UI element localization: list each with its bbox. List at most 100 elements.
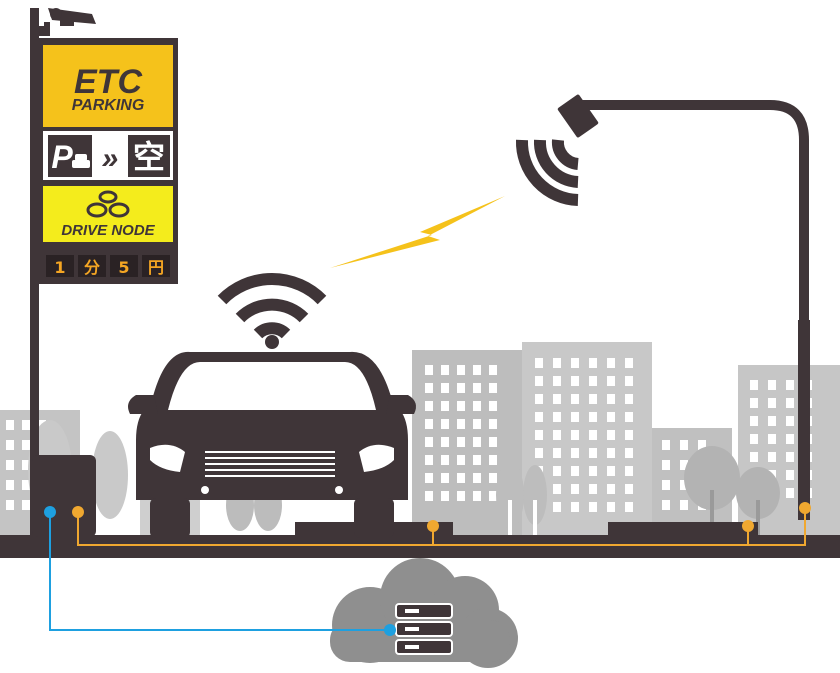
building-window [625, 430, 633, 440]
building-window [589, 502, 597, 512]
building-window [662, 460, 670, 470]
building-window [680, 440, 688, 450]
building-window [786, 416, 794, 426]
building-window [607, 358, 615, 368]
building-window [625, 466, 633, 476]
building-window [768, 416, 776, 426]
building-window [750, 452, 758, 462]
building-window [425, 383, 433, 393]
building-window [571, 394, 579, 404]
building-window [768, 452, 776, 462]
building-window [22, 440, 30, 450]
building-window [473, 437, 481, 447]
building-window [489, 491, 497, 501]
building-window [535, 376, 543, 386]
building-window [607, 430, 615, 440]
building-window [750, 380, 758, 390]
building-window [625, 502, 633, 512]
building-window [425, 401, 433, 411]
car-icon [128, 272, 416, 538]
rate-cell-2: 分 [84, 258, 100, 277]
building-window [535, 394, 543, 404]
building-window [457, 419, 465, 429]
vacancy-char: 空 [133, 138, 165, 176]
building-window [553, 466, 561, 476]
building-window [571, 484, 579, 494]
building-window [441, 401, 449, 411]
building-window [425, 437, 433, 447]
building-window [22, 460, 30, 470]
building-window [571, 502, 579, 512]
building-window [571, 412, 579, 422]
building-window [571, 430, 579, 440]
building-window [535, 448, 543, 458]
building-window [750, 398, 758, 408]
curb-right [608, 522, 758, 536]
building-window [457, 455, 465, 465]
sign-pole [30, 8, 39, 538]
building-window [457, 491, 465, 501]
building-window [607, 376, 615, 386]
building-window [22, 420, 30, 430]
building-window [607, 448, 615, 458]
building-window [473, 473, 481, 483]
building-window [425, 419, 433, 429]
building-window [553, 358, 561, 368]
road [0, 535, 840, 558]
building-window [441, 383, 449, 393]
building-window [553, 502, 561, 512]
building-window [457, 365, 465, 375]
building-window [425, 473, 433, 483]
building-window [607, 502, 615, 512]
building-window [489, 455, 497, 465]
building-window [768, 398, 776, 408]
wifi-icon [217, 272, 327, 339]
building-window [441, 455, 449, 465]
building-window [535, 430, 543, 440]
building-window [6, 440, 14, 450]
building-window [441, 437, 449, 447]
building-window [22, 480, 30, 490]
building-window [625, 448, 633, 458]
controller-box [32, 455, 96, 537]
grille [205, 451, 335, 477]
antenna-pole [580, 100, 810, 520]
building-window [607, 394, 615, 404]
building-window [768, 434, 776, 444]
etc-parking-panel [43, 45, 173, 127]
building-window [22, 500, 30, 510]
building-window [589, 430, 597, 440]
building-window [589, 412, 597, 422]
building-window [473, 401, 481, 411]
building-window [625, 358, 633, 368]
building-window [680, 500, 688, 510]
building-window [589, 394, 597, 404]
building-window [6, 460, 14, 470]
building-window [457, 401, 465, 411]
building-window [625, 394, 633, 404]
building-window [589, 358, 597, 368]
building-window [662, 440, 670, 450]
building-window [786, 470, 794, 480]
building-window [662, 500, 670, 510]
building-window [571, 376, 579, 386]
blue-node-start [44, 506, 56, 518]
building-window [786, 398, 794, 408]
building-window [553, 430, 561, 440]
building-window [553, 394, 561, 404]
wire-nodes [72, 502, 811, 532]
building-window [489, 365, 497, 375]
building-window [750, 416, 758, 426]
rate-cell-4: 円 [148, 258, 164, 277]
camera-icon [36, 8, 96, 36]
parking-label: PARKING [72, 97, 145, 114]
car-icon [72, 154, 90, 168]
building-window [571, 466, 579, 476]
building-window [6, 500, 14, 510]
building-window [489, 419, 497, 429]
building-window [589, 466, 597, 476]
building-window [489, 437, 497, 447]
building-window [441, 419, 449, 429]
building-window [680, 460, 688, 470]
